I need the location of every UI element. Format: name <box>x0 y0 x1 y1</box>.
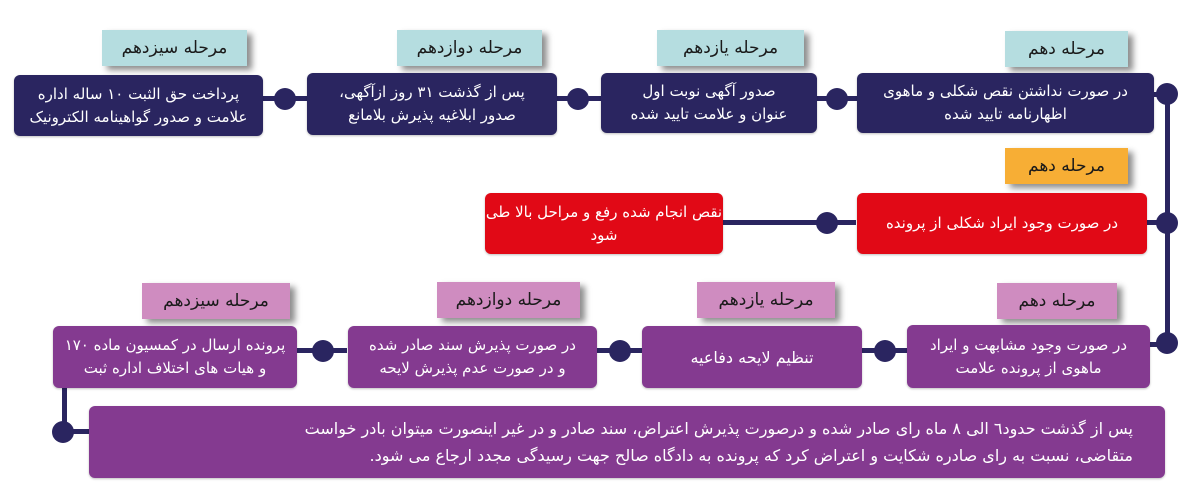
stage-text: پرداخت حق الثبت ۱۰ ساله اداره علامت و صد… <box>29 84 248 126</box>
row2-connector <box>723 220 856 225</box>
stage-label: مرحله دهم <box>1005 148 1128 184</box>
stage-box: تنظیم لایحه دفاعیه <box>642 326 862 388</box>
row1-node <box>826 88 848 110</box>
stage-text: پرونده ارسال در کمسیون ماده ۱۷۰ و هیات ه… <box>64 336 286 377</box>
stage-text: در صورت وجود مشابهت و ایراد ماهوی از پرو… <box>929 335 1128 377</box>
final-connector <box>64 429 90 434</box>
stage-box: در صورت نداشتن نقص شکلی و ماهوی اظهارنام… <box>857 73 1154 133</box>
stage-box: پس از گذشت ۳۱ روز ازآگهی، صدور ابلاغیه پ… <box>307 73 557 135</box>
final-node <box>52 421 74 443</box>
stage-label: مرحله دهم <box>1005 31 1128 67</box>
stage-text: صدور آگهی نوبت اول عنوان و علامت تایید ش… <box>630 82 788 123</box>
stage-text: پس از گذشت ۳۱ روز ازآگهی، صدور ابلاغیه پ… <box>339 83 525 124</box>
row3-node <box>1156 332 1178 354</box>
stage-label: مرحله دوازدهم <box>397 30 542 66</box>
stage-text: در صورت پذیرش سند صادر شده و در صورت عدم… <box>369 336 576 377</box>
stage-box: صدور آگهی نوبت اول عنوان و علامت تایید ش… <box>601 73 817 133</box>
final-outcome-box: پس از گذشت حدود٦ الی ۸ ماه رای صادر شده … <box>89 406 1165 478</box>
stage-label: مرحله دهم <box>997 283 1117 319</box>
row2-node <box>816 212 838 234</box>
stage-box: در صورت پذیرش سند صادر شده و در صورت عدم… <box>348 326 597 388</box>
row1-node <box>1156 83 1178 105</box>
stage-text: تنظیم لایحه دفاعیه <box>690 347 814 367</box>
row3-node <box>312 340 334 362</box>
stage-box: پرداخت حق الثبت ۱۰ ساله اداره علامت و صد… <box>14 75 263 136</box>
stage-box: در صورت وجود ایراد شکلی از پرونده <box>857 193 1147 254</box>
stage-text: نقص انجام شده رفع و مراحل بالا طی شود <box>485 202 723 244</box>
stage-text: در صورت وجود ایراد شکلی از پرونده <box>885 214 1119 232</box>
row3-node <box>874 340 896 362</box>
stage-box: پرونده ارسال در کمسیون ماده ۱۷۰ و هیات ه… <box>53 326 297 388</box>
stage-label: مرحله یازدهم <box>697 282 835 318</box>
row2-node <box>1156 212 1178 234</box>
row1-node <box>567 88 589 110</box>
stage-box: نقص انجام شده رفع و مراحل بالا طی شود <box>485 193 723 254</box>
stage-label: مرحله سیزدهم <box>142 283 290 319</box>
stage-label: مرحله یازدهم <box>657 30 804 66</box>
row3-node <box>609 340 631 362</box>
left-down-line <box>62 388 67 434</box>
row1-node <box>274 88 296 110</box>
stage-label: مرحله دوازدهم <box>437 282 580 318</box>
stage-text: در صورت نداشتن نقص شکلی و ماهوی اظهارنام… <box>883 82 1128 123</box>
stage-label: مرحله سیزدهم <box>102 30 247 66</box>
stage-box: در صورت وجود مشابهت و ایراد ماهوی از پرو… <box>907 325 1150 388</box>
final-outcome-text: پس از گذشت حدود٦ الی ۸ ماه رای صادر شده … <box>304 419 1133 465</box>
